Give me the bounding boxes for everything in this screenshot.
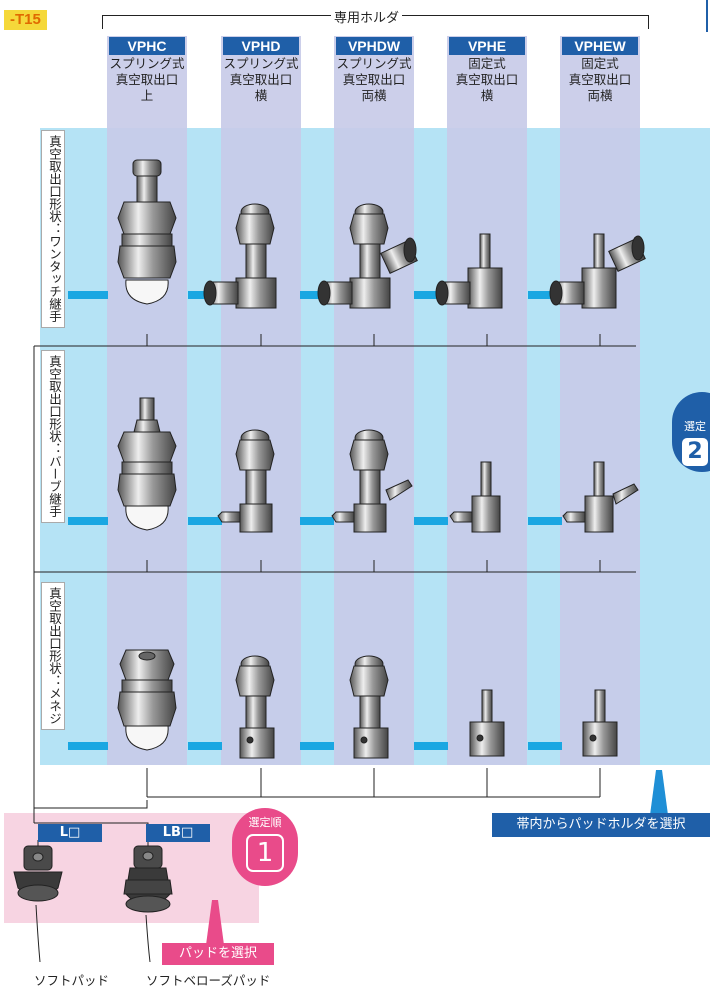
pad-code-lb: LB□ (146, 824, 210, 842)
caption-soft-bellows-pad: ソフトベローズパッド (146, 970, 270, 989)
step-2-label: 選定 (684, 418, 706, 434)
pad-select-label: パッドを選択 (162, 943, 274, 965)
caption-soft-pad: ソフトパッド (34, 970, 109, 989)
step-2-badge: 選定 2 (672, 392, 710, 472)
step-1-badge: 選定順 1 (232, 808, 298, 886)
holder-select-label: 帯内からパッドホルダを選択 (492, 813, 710, 837)
step-2-number: 2 (682, 438, 708, 466)
pad-code-l: L□ (38, 824, 102, 842)
step-1-number: 1 (246, 834, 284, 872)
step-1-label: 選定順 (232, 814, 298, 830)
